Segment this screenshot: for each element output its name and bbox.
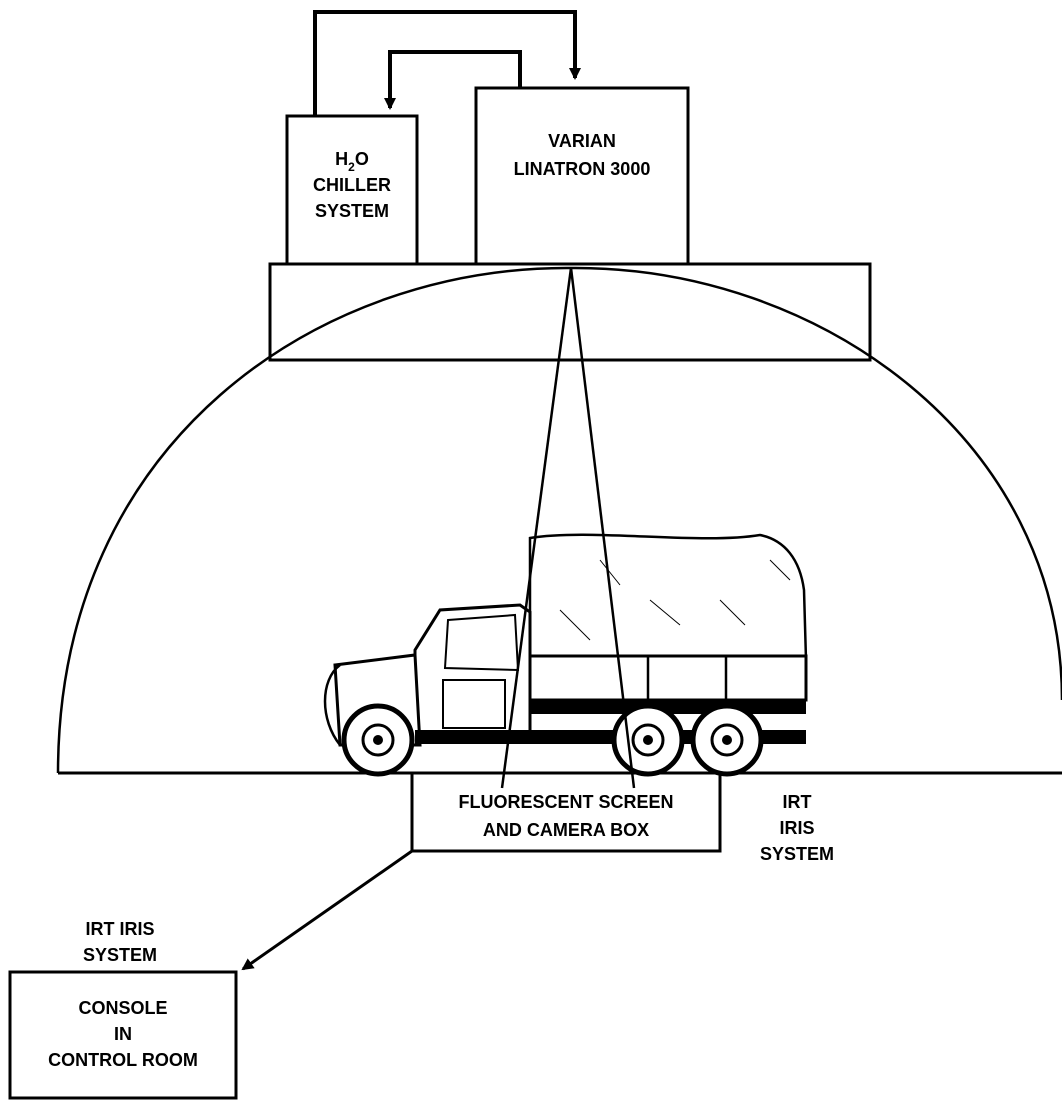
console-control-room-box: CONSOLE IN CONTROL ROOM (8, 970, 238, 1100)
truck-wheel-front (341, 703, 415, 777)
svg-text:SYSTEM: SYSTEM (760, 844, 834, 864)
linatron-platform (268, 262, 872, 362)
linatron-label-line2: LINATRON 3000 (514, 159, 651, 179)
fluorescent-screen-camera-box: FLUORESCENT SCREEN AND CAMERA BOX (410, 771, 722, 853)
console-label-line3: CONTROL ROOM (48, 1050, 198, 1070)
truck-wheel-rear-2 (690, 703, 764, 777)
screen-label-line2: AND CAMERA BOX (483, 820, 649, 840)
screen-label-line1: FLUORESCENT SCREEN (458, 792, 673, 812)
svg-text:SYSTEM: SYSTEM (83, 945, 157, 965)
chiller-label-line2: CHILLER (313, 175, 391, 195)
svg-text:IRT: IRT (783, 792, 812, 812)
console-label-line2: IN (114, 1024, 132, 1044)
varian-linatron-box: VARIAN LINATRON 3000 (474, 86, 690, 266)
irt-iris-label-right: IRT IRIS SYSTEM (760, 792, 834, 864)
xray-fan-beam (500, 267, 636, 789)
h2o-chiller-system-box: H2O CHILLER SYSTEM (285, 114, 419, 266)
signal-arrow (241, 849, 413, 971)
truck (323, 533, 808, 777)
truck-canvas-cover (528, 533, 808, 662)
cooling-loop-pipes (313, 10, 581, 115)
chiller-label-h2o: H2O (335, 149, 369, 174)
svg-text:IRIS: IRIS (779, 818, 814, 838)
irt-iris-label-left: IRT IRIS SYSTEM (83, 919, 157, 965)
svg-text:IRT IRIS: IRT IRIS (85, 919, 154, 939)
console-label-line1: CONSOLE (78, 998, 167, 1018)
chiller-label-line3: SYSTEM (315, 201, 389, 221)
linatron-label-line1: VARIAN (548, 131, 616, 151)
